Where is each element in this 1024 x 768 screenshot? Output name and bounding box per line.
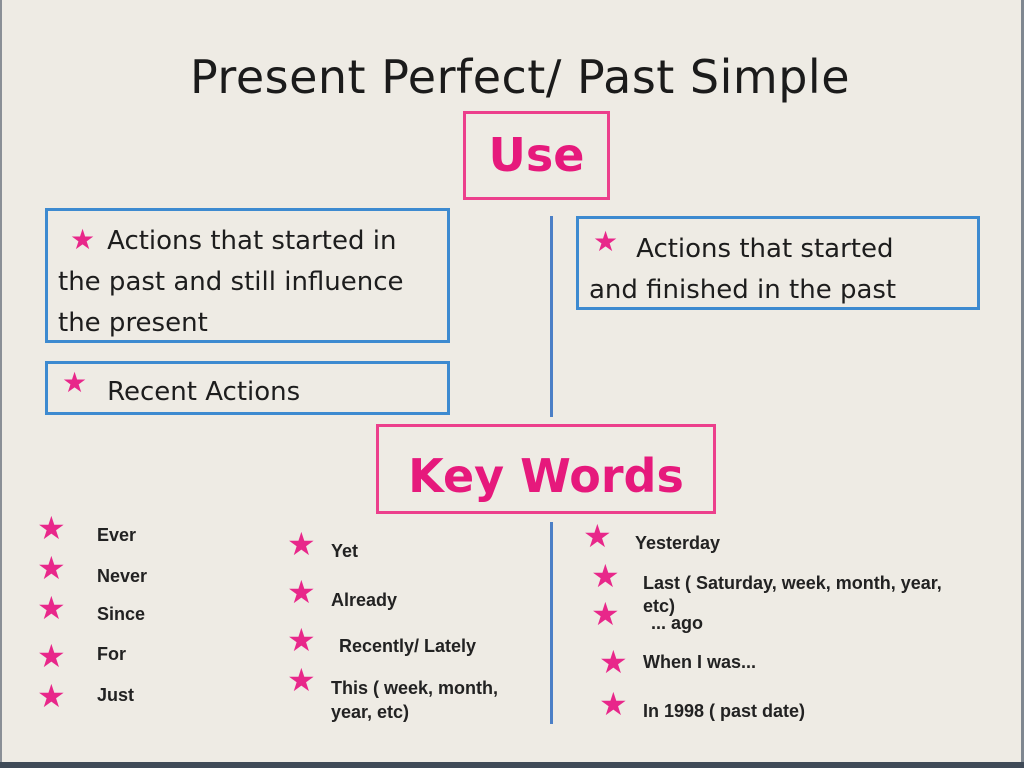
star-icon: ★ — [583, 517, 612, 555]
star-icon: ★ — [37, 677, 66, 715]
key-word: ... ago — [651, 613, 704, 633]
use-text: Actions that started — [636, 234, 894, 264]
use-text: Recent Actions — [107, 377, 301, 407]
use-line: ★ Actions that started in — [58, 219, 447, 262]
slide-edge-bottom — [0, 762, 1024, 768]
key-word: For — [97, 644, 126, 664]
key-word: Recently/ Lately — [339, 636, 477, 656]
present-perfect-use-box-1: ★ Actions that started in the past and st… — [45, 208, 450, 343]
star-icon: ★ — [593, 225, 619, 258]
key-word: Ever — [97, 525, 137, 545]
slide-edge-left — [0, 0, 2, 768]
slide-edge-right — [1021, 0, 1024, 768]
divider-bottom — [550, 522, 553, 724]
key-word: Yet — [331, 541, 359, 561]
page-title: Present Perfect/ Past Simple — [189, 50, 851, 104]
star-icon: ★ — [591, 595, 620, 633]
star-icon: ★ — [70, 223, 96, 256]
star-icon: ★ — [287, 525, 316, 563]
star-icon: ★ — [599, 643, 628, 681]
use-line: the present — [58, 308, 208, 338]
star-icon: ★ — [287, 661, 316, 699]
key-word: Last ( Saturday, week, month, year, — [643, 573, 942, 593]
star-icon: ★ — [287, 573, 316, 611]
present-perfect-use-box-2: ★ Recent Actions — [45, 361, 450, 415]
key-word: Already — [331, 590, 398, 610]
star-icon: ★ — [37, 637, 66, 675]
divider-top — [550, 216, 553, 417]
star-icon: ★ — [591, 557, 620, 595]
key-word: When I was... — [643, 652, 757, 672]
past-simple-use-box: ★ Actions that started and finished in th… — [576, 216, 980, 310]
key-words-heading: Key Words — [376, 424, 716, 514]
star-icon: ★ — [37, 549, 66, 587]
key-word: etc) — [643, 596, 676, 616]
key-word: In 1998 ( past date) — [643, 701, 806, 721]
key-word: year, etc) — [331, 702, 410, 722]
star-icon: ★ — [62, 366, 88, 399]
key-word: Yesterday — [635, 533, 721, 553]
star-icon: ★ — [599, 685, 628, 723]
key-word: Never — [97, 566, 148, 586]
use-line: ★ Actions that started — [589, 225, 977, 270]
use-heading: Use — [463, 111, 610, 200]
star-icon: ★ — [287, 621, 316, 659]
use-line: and finished in the past — [589, 275, 897, 305]
star-icon: ★ — [37, 509, 66, 547]
key-word: Since — [97, 604, 146, 624]
key-word: Just — [97, 685, 135, 705]
use-line: the past and still influence — [58, 267, 404, 297]
key-word: This ( week, month, — [331, 678, 499, 698]
star-icon: ★ — [37, 589, 66, 627]
use-text: Actions that started in — [107, 226, 397, 256]
